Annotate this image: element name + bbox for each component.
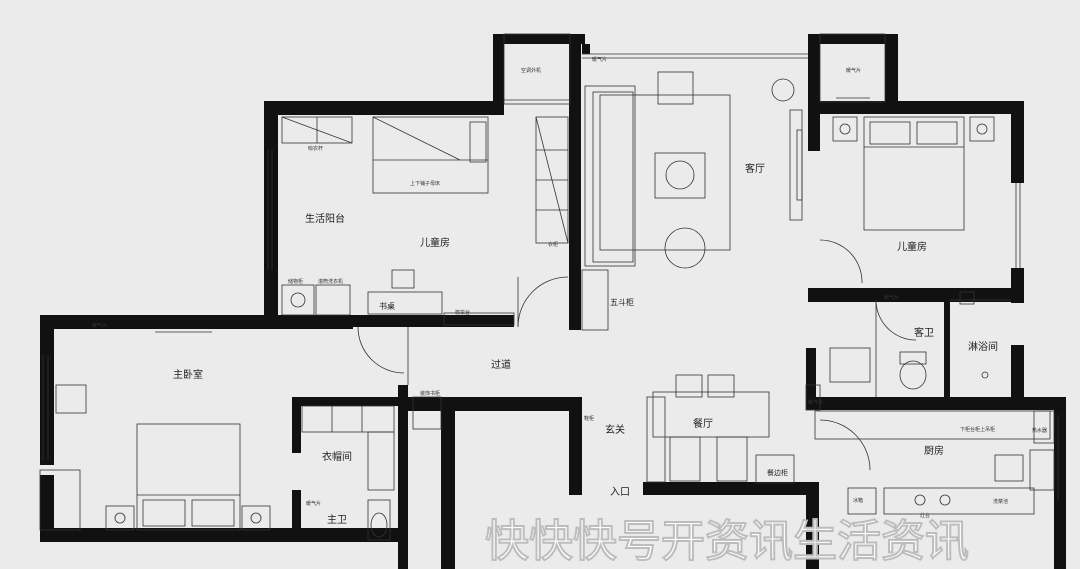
note-drying-rack: 晾衣杆 xyxy=(308,145,323,152)
note-stove: 灶台 xyxy=(920,512,930,519)
note-heating-4: 暖气片 xyxy=(306,500,321,507)
note-washer: 滚筒洗衣机 xyxy=(318,278,343,285)
room-label-dining: 餐厅 xyxy=(693,417,713,430)
room-label-guest-bath: 客卫 xyxy=(914,326,934,339)
watermark-text: 快快快号开资讯生活资讯 xyxy=(485,516,969,567)
walls xyxy=(40,34,1066,569)
note-heating-2: 暖气片 xyxy=(92,322,107,329)
note-kitchen-top: 下柜台柜上吊柜 xyxy=(960,426,995,433)
note-fridge: 冰箱 xyxy=(853,497,863,504)
furniture xyxy=(55,71,1055,541)
room-label-kitchen: 厨房 xyxy=(924,444,944,457)
room-label-shower: 淋浴间 xyxy=(968,340,998,353)
note-wall-cabinet: 装饰书柜 xyxy=(420,390,440,397)
annotation-labels: 空调外机 暖气片 暖气片 暖气片 暖气片 暖气片 暖气片 上下铺子母床 晾衣杆 … xyxy=(92,56,1047,519)
note-shoe-cabinet: 鞋柜 xyxy=(584,415,594,422)
room-label-foyer: 玄关 xyxy=(605,423,625,436)
note-sink: 洗菜池 xyxy=(993,498,1008,505)
room-label-kids-room-2: 儿童房 xyxy=(897,240,927,253)
room-label-master-bedroom: 主卧室 xyxy=(173,368,203,381)
room-label-entrance: 入口 xyxy=(610,487,630,498)
room-label-corridor: 过道 xyxy=(491,358,511,371)
note-heating-3: 暖气片 xyxy=(884,294,899,301)
room-label-master-bath: 主卫 xyxy=(327,514,347,526)
note-wardrobe: 衣柜 xyxy=(548,241,558,248)
note-dressing: 梳妆台 xyxy=(455,309,470,316)
note-heating-6: 暖气片 xyxy=(846,67,861,74)
room-label-closet: 衣帽间 xyxy=(322,450,352,463)
note-water-heater: 热水器 xyxy=(1032,427,1047,434)
room-label-kids-room-1: 儿童房 xyxy=(420,236,450,249)
room-labels: 生活阳台 儿童房 客厅 儿童房 主卧室 过道 客卫 淋浴间 玄关 餐厅 厨房 衣… xyxy=(173,162,998,526)
furniture-label-sideboard: 餐边柜 xyxy=(767,468,788,477)
furniture-label-desk: 书桌 xyxy=(379,301,395,311)
windows xyxy=(39,33,1059,531)
room-label-living-balcony: 生活阳台 xyxy=(305,212,345,225)
note-ac-unit: 空调外机 xyxy=(521,67,541,74)
note-heating-1: 暖气片 xyxy=(592,56,607,63)
note-storage: 储物柜 xyxy=(288,278,303,285)
note-heating-5: 暖气片 xyxy=(808,399,823,406)
note-bunk-bed: 上下铺子母床 xyxy=(410,180,440,187)
room-label-living-room: 客厅 xyxy=(745,162,765,175)
furniture-label-chest: 五斗柜 xyxy=(610,297,634,307)
